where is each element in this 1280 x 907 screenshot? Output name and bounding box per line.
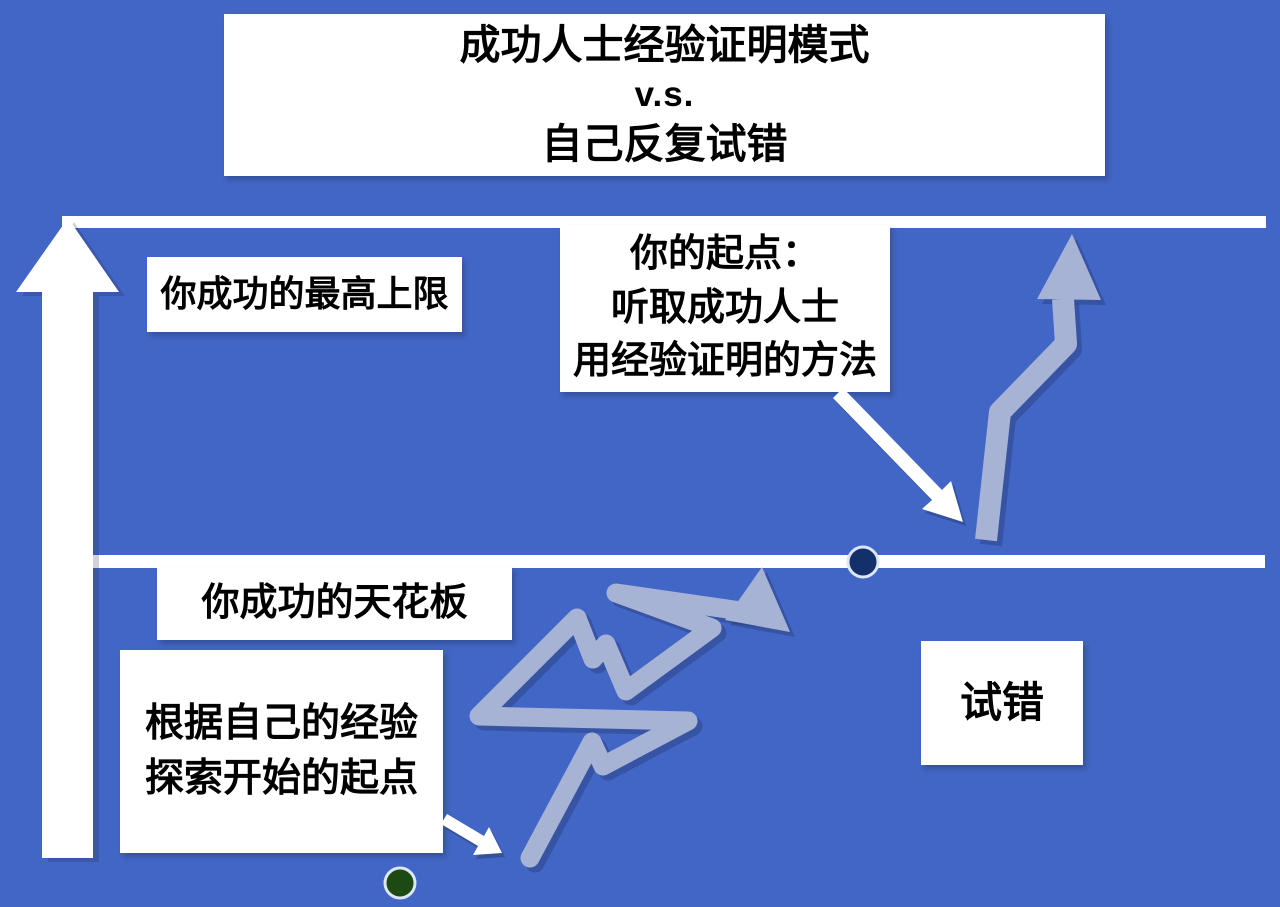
label-self-start-line-2: 探索开始的起点 (144, 756, 418, 800)
label-your-start-line-3: 用经验证明的方法 (572, 340, 877, 383)
label-self-start: 根据自己的经验 探索开始的起点 (120, 650, 443, 853)
zigzag-path (469, 583, 758, 868)
label-your-start-line-2: 听取成功人士 (610, 286, 839, 329)
title-line-vs: v.s. (634, 75, 695, 115)
label-success-ceiling: 你成功的天花板 (157, 567, 512, 640)
self-start-dot (383, 866, 417, 900)
guided-start-dot (846, 545, 880, 579)
trial-path-zigzag-arrow-icon (469, 567, 795, 873)
title-line-3: 自己反复试错 (541, 120, 788, 167)
label-success-ceiling-text: 你成功的天花板 (201, 581, 468, 624)
guided-arrowhead (1037, 234, 1101, 300)
guided-path (975, 298, 1077, 542)
label-max-upper-limit: 你成功的最高上限 (147, 257, 462, 332)
title-line-1: 成功人士经验证明模式 (459, 21, 870, 68)
top-ceiling-line (62, 216, 1266, 228)
label-self-start-line-1: 根据自己的经验 (144, 701, 418, 745)
label-trial-error-text: 试错 (959, 678, 1044, 726)
y-axis-up-arrow-icon (16, 218, 119, 858)
label-your-start-line-1: 你的起点： (629, 232, 820, 275)
guided-path-bent-up-arrow-icon (975, 234, 1106, 547)
label-max-upper-limit-text: 你成功的最高上限 (160, 273, 449, 315)
zigzag-arrowhead (725, 567, 790, 632)
label-your-start: 你的起点： 听取成功人士 用经验证明的方法 (560, 225, 890, 392)
title-box: 成功人士经验证明模式 v.s. 自己反复试错 (224, 14, 1105, 176)
label-trial-error: 试错 (921, 641, 1083, 765)
middle-ceiling-line (42, 555, 1265, 568)
